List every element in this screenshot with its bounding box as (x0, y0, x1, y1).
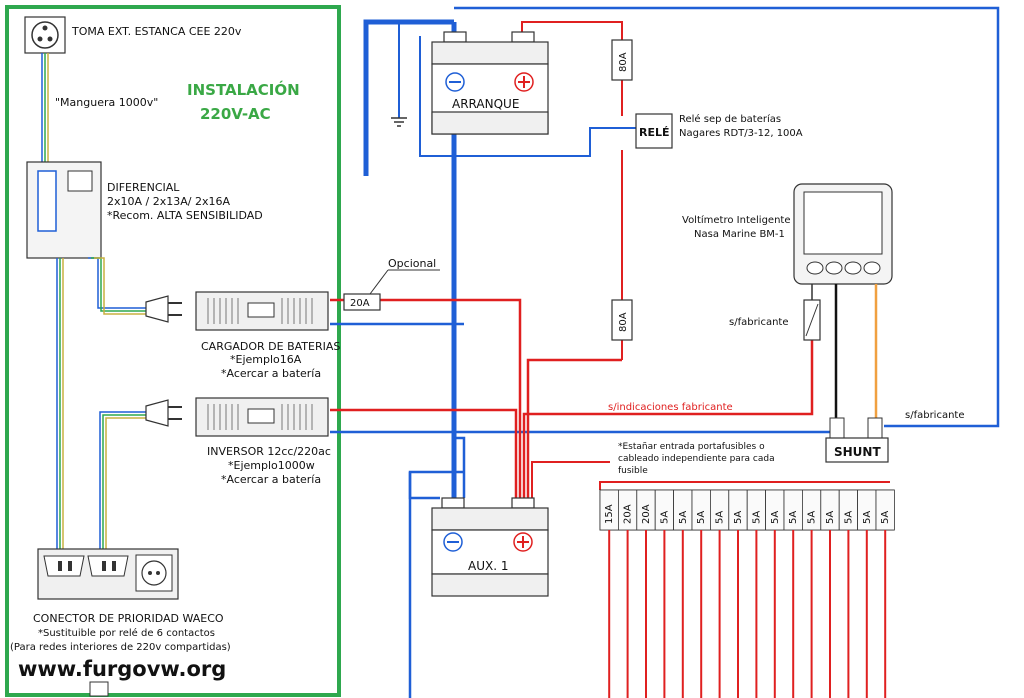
fuse-top: 80A (611, 39, 633, 81)
fuse-block: 15A 20A 20A 5A 5A 5A 5A 5A 5A 5A 5A 5A 5A 5A 5A 5A (599, 489, 895, 698)
differential-breaker (26, 161, 102, 259)
shunt-label: SHUNT (834, 445, 881, 459)
voltmeter-fuse (803, 299, 821, 341)
priority-line2: *Sustituible por relé de 6 contactos (38, 627, 215, 639)
charger-line2: *Ejemplo16A (230, 353, 302, 366)
battery-aux (431, 497, 549, 597)
relay-desc1: Relé sep de baterías (679, 113, 781, 125)
fuse-rating: 5A (880, 511, 891, 524)
external-socket (24, 16, 66, 54)
priority-line3: (Para redes interiores de 220v compartid… (10, 642, 231, 653)
fuse-rating: 5A (770, 511, 781, 524)
voltmeter-wires (811, 284, 878, 420)
voltmeter (793, 183, 893, 285)
installation-frame (5, 5, 341, 697)
ac-distribution-cables (56, 257, 146, 552)
fuse-rating: 5A (862, 511, 873, 524)
priority-line1: CONECTOR DE PRIORIDAD WAECO (33, 612, 224, 625)
optional-label: Opcional (388, 257, 436, 270)
fuse-rating: 5A (715, 511, 726, 524)
socket-label: TOMA EXT. ESTANCA CEE 220v (71, 25, 242, 38)
fuse-rating: 5A (788, 511, 799, 524)
bottom-plug (89, 681, 109, 697)
fuse-rating: 5A (678, 511, 689, 524)
relay: RELÉ (635, 113, 673, 149)
fuse-mid-label: 80A (618, 312, 629, 332)
fuse-rating: 5A (843, 511, 854, 524)
inverter-line3: *Acercar a batería (221, 473, 321, 486)
fuse-rating: 20A (623, 504, 634, 524)
inverter-plug (145, 399, 182, 427)
fuse-rating: 5A (659, 511, 670, 524)
inverter-line2: *Ejemplo1000w (228, 459, 315, 472)
fuse-rating: 15A (604, 504, 615, 524)
s-fabricante-right: s/fabricante (905, 410, 965, 421)
priority-connector (37, 548, 179, 600)
fuse-top-label: 80A (618, 52, 629, 72)
shunt: SHUNT (825, 417, 889, 463)
fuse-rating: 5A (825, 511, 836, 524)
battery-start (431, 31, 549, 135)
watermark: www.furgovw.org (18, 657, 226, 681)
inverter (195, 397, 329, 437)
installation-title-line1: INSTALACIÓN (187, 80, 300, 99)
charger-plug (145, 295, 182, 323)
relay-label: RELÉ (639, 126, 670, 139)
fuse-optional-label: 20A (350, 298, 370, 309)
voltmeter-line2: Nasa Marine BM-1 (694, 229, 785, 240)
fuse-note-line3: fusible (618, 466, 648, 476)
s-fabricante-left: s/fabricante (729, 317, 789, 328)
differential-line1: DIFERENCIAL (107, 181, 180, 194)
differential-line2: 2x10A / 2x13A/ 2x16A (107, 195, 230, 208)
voltmeter-line1: Voltímetro Inteligente (682, 214, 791, 226)
fuse-rating: 5A (751, 511, 762, 524)
fuse-rating: 20A (641, 504, 652, 524)
fuse-rating: 5A (696, 511, 707, 524)
inverter-line1: INVERSOR 12cc/220ac (207, 445, 331, 458)
fuse-rating: 5A (733, 511, 744, 524)
charger-line3: *Acercar a batería (221, 367, 321, 380)
charger-line1: CARGADOR DE BATERIAS (201, 340, 340, 353)
fuse-optional: 20A (343, 269, 440, 311)
battery-charger (195, 291, 329, 331)
hose-cable (41, 53, 49, 162)
battery-start-label: ARRANQUE (452, 97, 519, 111)
fuse-note-line2: cableado independiente para cada (618, 454, 775, 464)
s-indicaciones: s/indicaciones fabricante (608, 402, 733, 413)
fuse-note-line1: *Estañar entrada portafusibles o (618, 442, 765, 452)
hose-label: "Manguera 1000v" (55, 96, 158, 109)
relay-desc2: Nagares RDT/3-12, 100A (679, 128, 803, 139)
positive-wires (330, 21, 890, 498)
fuse-mid: 80A (611, 299, 633, 341)
differential-line3: *Recom. ALTA SENSIBILIDAD (107, 209, 263, 222)
installation-title-line2: 220V-AC (200, 105, 271, 123)
fuse-rating: 5A (807, 511, 818, 524)
battery-aux-label: AUX. 1 (468, 559, 508, 573)
